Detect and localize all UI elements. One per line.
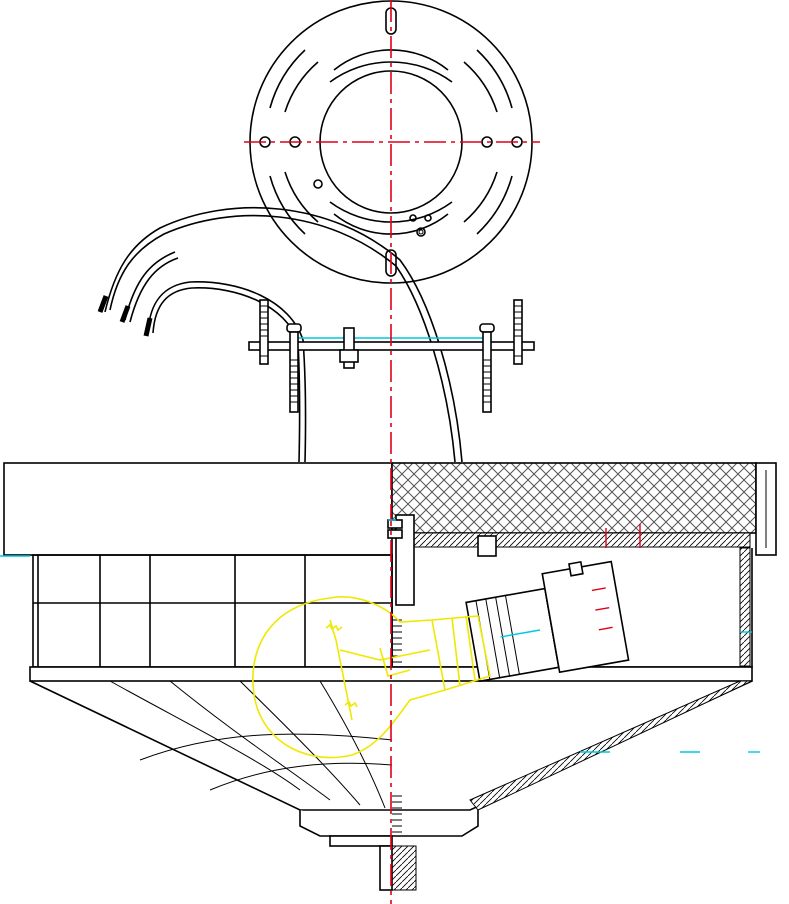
canopy-left xyxy=(3,462,393,556)
shade-curves xyxy=(109,680,393,809)
wire-stripped-ends xyxy=(97,295,153,337)
finial-nut xyxy=(299,810,479,891)
bulb-filament xyxy=(325,619,431,721)
glass-shade xyxy=(29,680,753,891)
supply-wires xyxy=(97,206,463,463)
mounting-plate xyxy=(244,0,540,284)
light-bulb xyxy=(252,596,491,759)
center-rod xyxy=(387,514,415,833)
fixture-housing xyxy=(3,462,777,682)
insulation-layer xyxy=(391,462,757,534)
mounting-screws xyxy=(259,299,523,413)
